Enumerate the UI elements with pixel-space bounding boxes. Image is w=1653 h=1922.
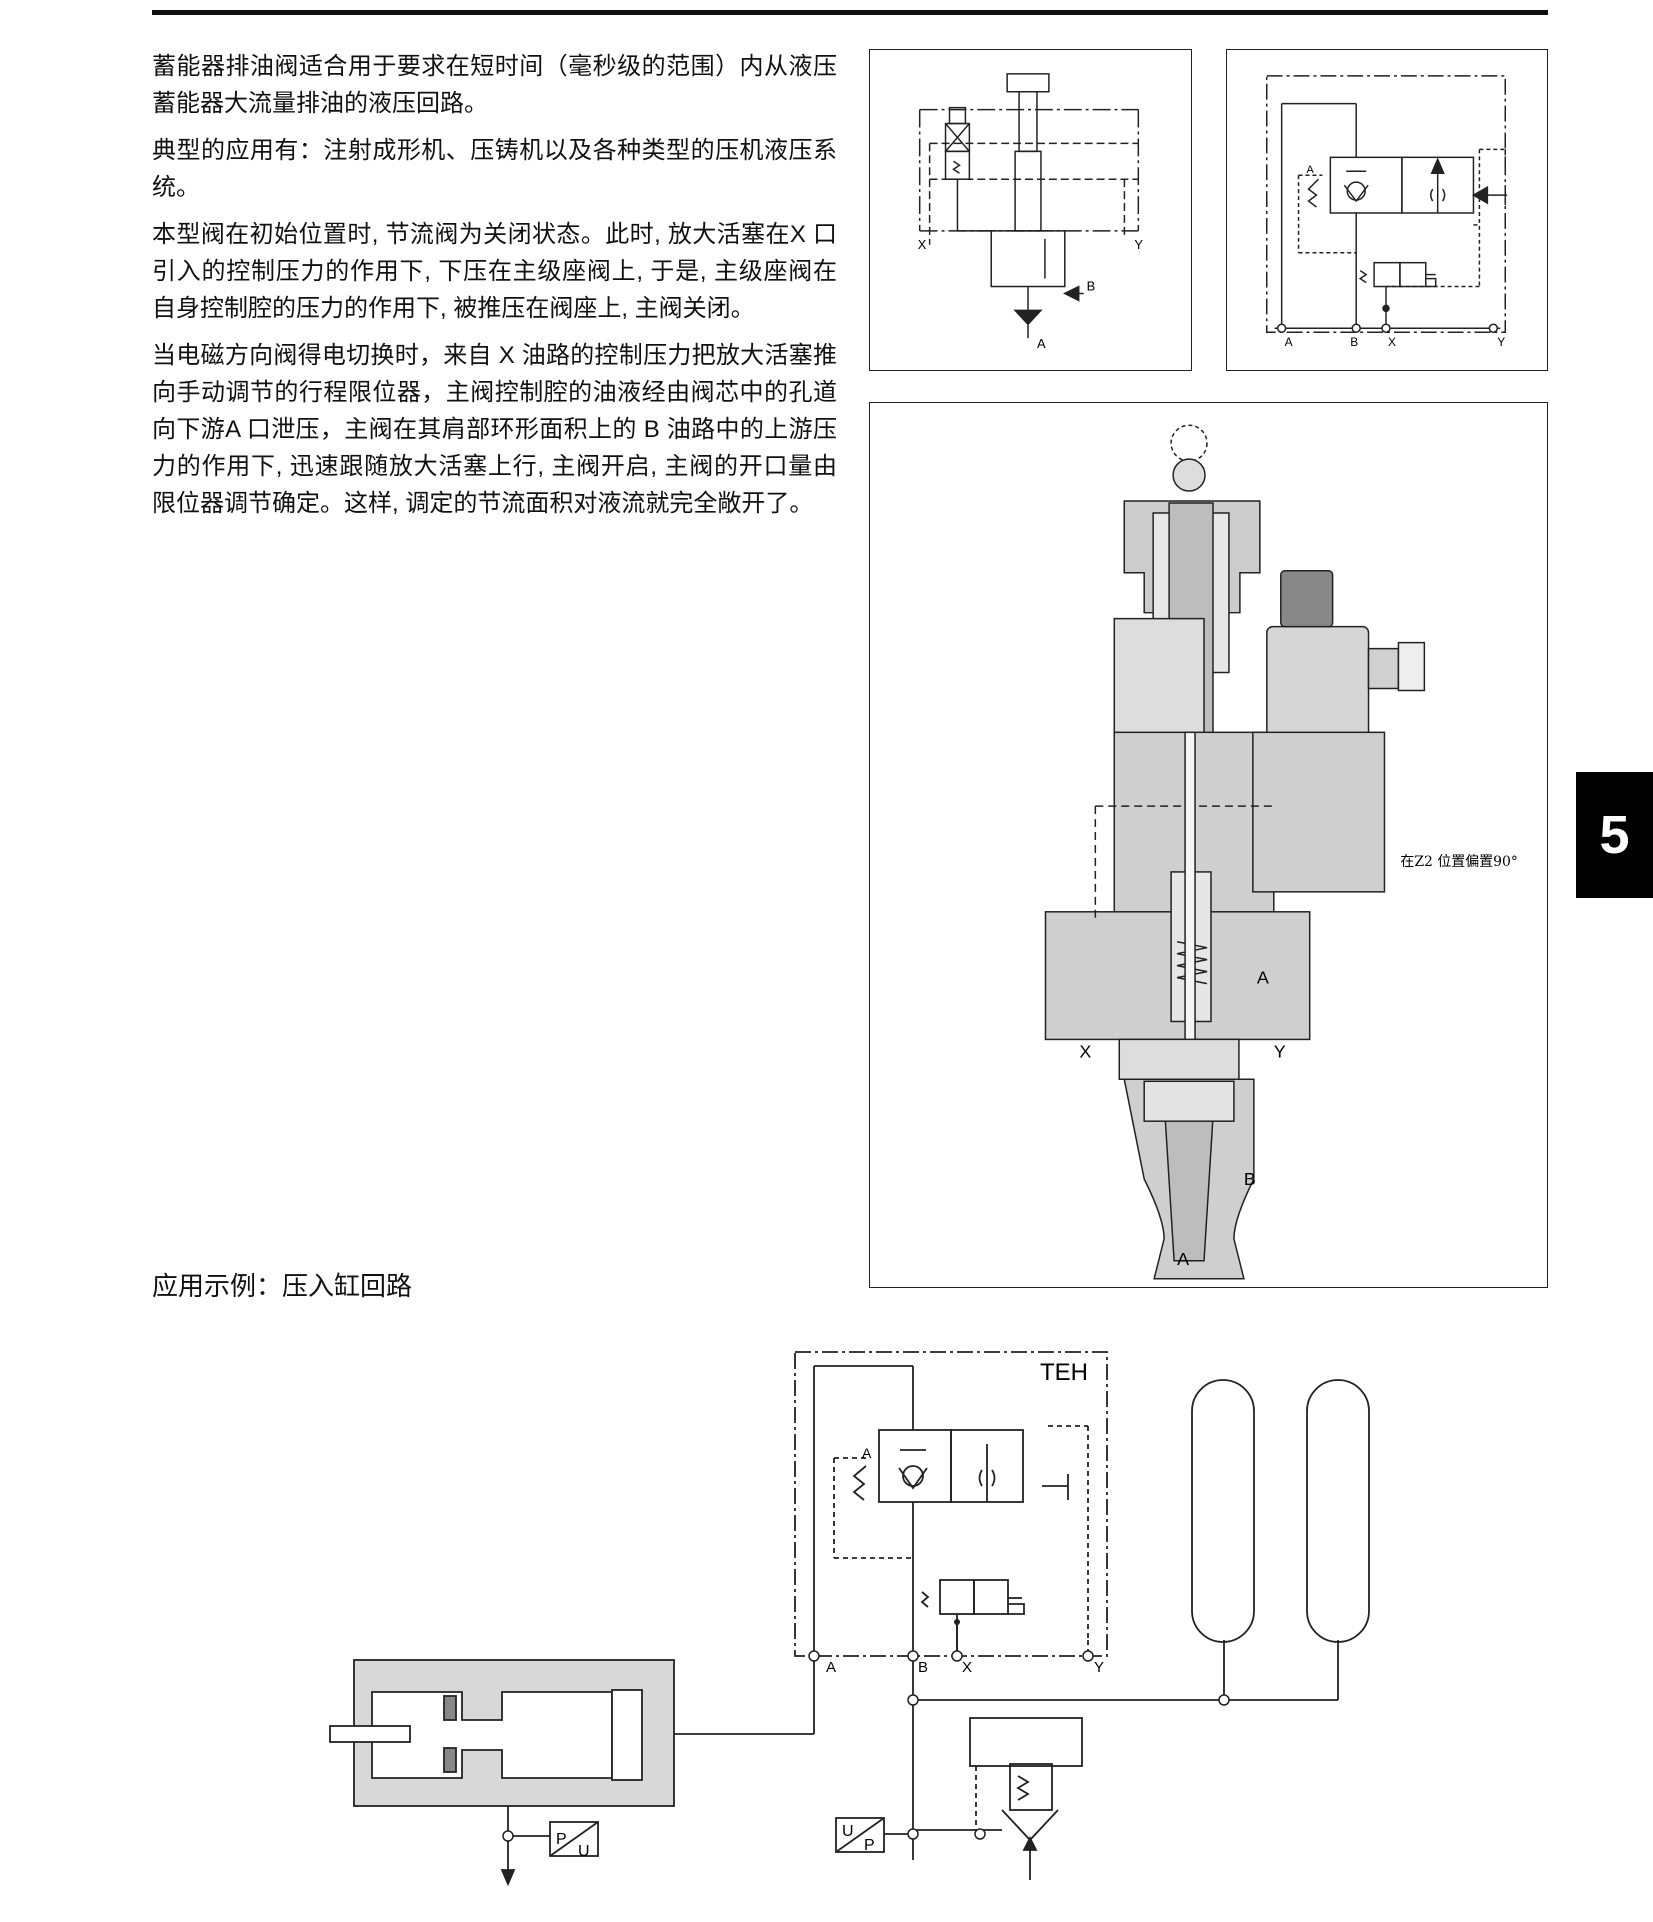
paragraph-1: 蓄能器排油阀适合用于要求在短时间（毫秒级的范围）内从液压蓄能器大流量排油的液压回… bbox=[152, 53, 837, 117]
transducer-left-p: P bbox=[556, 1831, 567, 1848]
transducer-right-u: U bbox=[842, 1823, 854, 1840]
description-text: 蓄能器排油阀适合用于要求在短时间（毫秒级的范围）内从液压蓄能器大流量排油的液压回… bbox=[152, 48, 837, 532]
paragraph-4: 当电磁方向阀得电切换时，来自 X 油路的控制压力把放大活塞推向手动调节的行程限位… bbox=[152, 342, 837, 517]
sectional-label-a-bottom: A bbox=[1177, 1249, 1189, 1269]
symbol-diagram-2-svg: A A B X Y bbox=[1266, 75, 1508, 349]
diagram2-port-x: X bbox=[1388, 335, 1396, 349]
paragraph-3: 本型阀在初始位置时, 节流阀为关闭状态。此时, 放大活塞在X 口引入的控制压力的… bbox=[152, 221, 837, 322]
diagram1-port-y: Y bbox=[1134, 237, 1143, 252]
circuit-arrow-a: A bbox=[862, 1445, 872, 1461]
top-rule bbox=[152, 10, 1548, 15]
diagram2-port-b: B bbox=[1350, 335, 1358, 349]
sectional-note: 在Z2 位置偏置90° bbox=[1400, 854, 1517, 870]
diagram1-port-b: B bbox=[1087, 278, 1096, 293]
paragraph-2: 典型的应用有：注射成形机、压铸机以及各种类型的压机液压系统。 bbox=[152, 137, 837, 201]
chapter-tab: 5 bbox=[1576, 772, 1653, 898]
sectional-drawing-svg: A X Y B A 在Z2 位置偏置90° bbox=[1044, 424, 1518, 1280]
sectional-drawing: A X Y B A 在Z2 位置偏置90° bbox=[869, 402, 1548, 1288]
circuit-port-x: X bbox=[962, 1659, 972, 1676]
circuit-port-y: Y bbox=[1094, 1659, 1104, 1676]
diagram2-port-a: A bbox=[1285, 335, 1293, 349]
transducer-left-u: U bbox=[578, 1843, 590, 1860]
diagram2-port-y: Y bbox=[1497, 335, 1505, 349]
symbol-diagram-1-svg: X Y B A bbox=[918, 73, 1143, 351]
sectional-label-b: B bbox=[1244, 1169, 1256, 1189]
symbol-diagram-2: A A B X Y bbox=[1226, 49, 1548, 371]
sectional-label-a-side: A bbox=[1257, 968, 1269, 988]
diagram2-arrow-a: A bbox=[1307, 164, 1315, 176]
circuit-port-a: A bbox=[826, 1659, 836, 1676]
symbol-diagram-1: X Y B A bbox=[869, 49, 1192, 371]
section-heading: 应用示例：压入缸回路 bbox=[152, 1271, 413, 1301]
sectional-label-y: Y bbox=[1274, 1041, 1286, 1061]
transducer-right-p: P bbox=[864, 1837, 875, 1854]
sectional-label-x: X bbox=[1079, 1041, 1091, 1061]
circuit-port-b: B bbox=[918, 1659, 928, 1676]
diagram1-port-x: X bbox=[918, 237, 927, 252]
circuit-title: TEH bbox=[1040, 1359, 1088, 1386]
diagram1-port-a: A bbox=[1037, 336, 1046, 351]
